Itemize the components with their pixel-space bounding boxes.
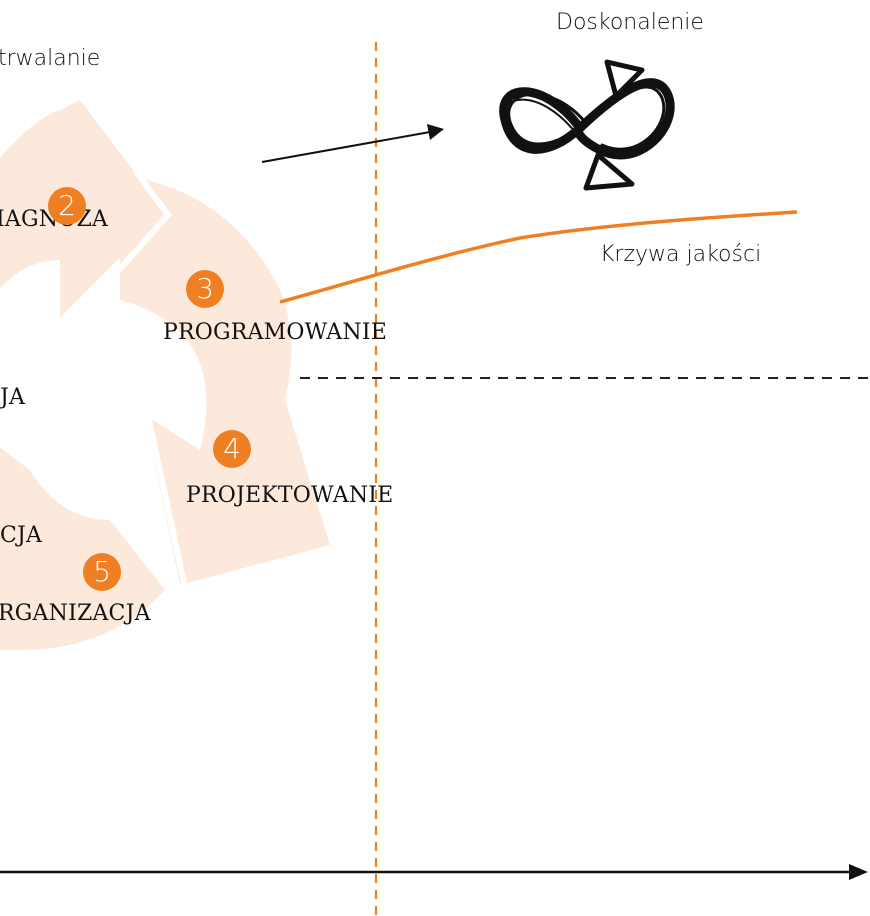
cycle-arrow-bottom — [0, 447, 165, 650]
infinity-icon — [499, 78, 675, 160]
label-doskonalenie: Doskonalenie — [556, 10, 704, 35]
arrow-right-icon — [261, 124, 444, 163]
step-badge-3: 3 — [186, 270, 224, 308]
quality-curve — [279, 210, 798, 304]
cycle-arrows — [0, 100, 330, 650]
step-badge-2: 2 — [48, 187, 86, 225]
label-ja: JA — [0, 385, 26, 410]
label-programowanie: PROGRAMOWANIE — [163, 320, 387, 345]
label-projektowanie: PROJEKTOWANIE — [186, 483, 394, 508]
step-badge-5: 5 — [83, 553, 121, 591]
label-utrwalanie: trwalanie — [0, 46, 101, 71]
cycle-arrow-right — [120, 175, 330, 585]
time-axis — [0, 864, 868, 880]
triangle-down-icon — [583, 152, 635, 191]
step-badge-4: 4 — [213, 430, 251, 468]
label-krzywa-jakosci: Krzywa jakości — [600, 242, 762, 267]
triangle-up-icon — [604, 59, 645, 99]
label-organizacja: RGANIZACJA — [0, 601, 151, 626]
label-cja: CJA — [0, 523, 43, 548]
cycle-gaps — [107, 168, 188, 589]
